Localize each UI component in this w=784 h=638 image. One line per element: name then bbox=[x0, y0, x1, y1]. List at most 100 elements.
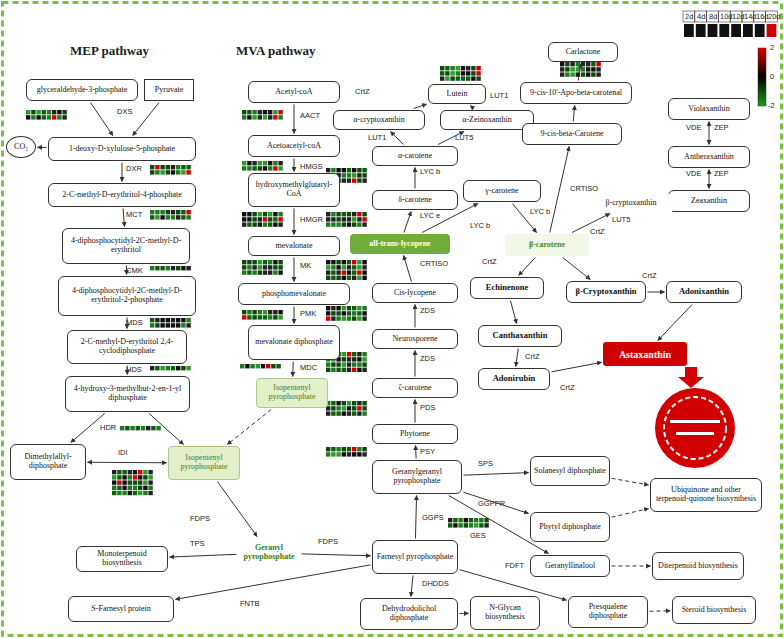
heatmap-cell bbox=[461, 71, 465, 75]
reaction-arrow bbox=[415, 305, 416, 328]
heatmap-cell bbox=[258, 265, 262, 269]
pathway-node: 4-hydroxy-3-methylbut-2-en-1-yl diphosph… bbox=[65, 376, 190, 412]
heatmap-cell bbox=[247, 115, 251, 119]
heatmap-cell bbox=[336, 411, 340, 415]
heatmap-cell bbox=[357, 265, 361, 269]
heatmap-cell bbox=[331, 311, 335, 315]
heatmap-cell bbox=[166, 366, 170, 370]
heatmap-cell bbox=[133, 486, 137, 490]
heatmap-cell bbox=[31, 115, 35, 119]
heatmap-cell bbox=[484, 523, 488, 527]
heatmap-cell bbox=[160, 366, 164, 370]
heatmap-cell bbox=[347, 406, 351, 410]
reaction-arrow bbox=[90, 103, 112, 136]
enzyme-label: GGPS bbox=[422, 514, 444, 522]
enzyme-label: LYC e bbox=[420, 212, 440, 220]
heatmap-cell bbox=[273, 217, 277, 221]
pathway-node: Phytyl diphosphate bbox=[530, 512, 610, 542]
heatmap-cell bbox=[136, 426, 140, 430]
pathway-node: 4-diphosphocytidyl-2C-methyl-D-erythrito… bbox=[58, 276, 196, 316]
heatmap-cell bbox=[156, 426, 160, 430]
reaction-arrow bbox=[519, 258, 536, 276]
heatmap-cell bbox=[258, 212, 262, 216]
enzyme-label: LUT5 bbox=[455, 134, 473, 142]
pathway-node: Carlactone bbox=[548, 42, 618, 62]
heatmap-cell bbox=[352, 362, 356, 366]
node-text: Zeaxanthin bbox=[691, 197, 727, 206]
node-text: Astaxanthin bbox=[619, 349, 671, 360]
heatmap-cell bbox=[122, 470, 126, 474]
heatmap-cell bbox=[252, 265, 256, 269]
pathway-node: glyceraldehyde-3-phosphate bbox=[26, 79, 138, 101]
pathway-node: α-Zeinoxanthin bbox=[440, 110, 534, 130]
reaction-arrow bbox=[550, 147, 569, 233]
heatmap-cell bbox=[36, 115, 40, 119]
node-text: mevalonate bbox=[276, 242, 313, 251]
heatmap-cell bbox=[263, 212, 267, 216]
heatmap-cell bbox=[160, 323, 164, 327]
node-text: β-carotene bbox=[529, 241, 565, 250]
node-text: Steroid biosynthesis bbox=[682, 606, 747, 615]
enzyme-label: DXS bbox=[117, 108, 132, 116]
heatmap-cell bbox=[362, 311, 366, 315]
reaction-arrow bbox=[294, 159, 295, 172]
node-text: hydroxymethylglutaryl-CoA bbox=[252, 181, 336, 199]
heatmap-cell bbox=[273, 166, 277, 170]
heatmap-cell bbox=[362, 452, 366, 456]
heatmap-cell bbox=[469, 523, 473, 527]
heatmap-cell bbox=[263, 110, 267, 114]
heatmap-cell bbox=[570, 62, 574, 66]
enzyme-label: HDS bbox=[126, 366, 142, 374]
reaction-arrow bbox=[612, 566, 651, 567]
heatmap-cell bbox=[362, 222, 366, 226]
enzyme-label: CRTISO bbox=[420, 260, 448, 268]
reaction-arrow bbox=[294, 258, 295, 282]
heatmap-cell bbox=[336, 311, 340, 315]
heatmap-cell bbox=[596, 72, 600, 76]
heatmap-cell bbox=[42, 110, 46, 114]
node-text: β-Cryptoxanthin bbox=[575, 287, 636, 296]
heatmap-cell bbox=[273, 161, 277, 165]
header-swatch bbox=[767, 24, 777, 37]
heatmap-cell bbox=[42, 115, 46, 119]
heatmap-cell bbox=[362, 276, 366, 280]
heatmap-cell bbox=[31, 110, 35, 114]
heatmap-cell bbox=[252, 110, 256, 114]
heatmap-cell bbox=[352, 265, 356, 269]
pathway-node: Isopentenyl pyrophosphate bbox=[168, 446, 240, 480]
heatmap-cell bbox=[57, 115, 61, 119]
reaction-arrow bbox=[176, 565, 371, 599]
heatmap-cell bbox=[242, 222, 246, 226]
heatmap-cell bbox=[331, 217, 335, 221]
heatmap-cell bbox=[440, 76, 444, 80]
pathway-node: N-Glycan biosynthesis bbox=[470, 596, 540, 630]
heatmap-cell bbox=[117, 486, 121, 490]
enzyme-label: FDPS bbox=[190, 515, 210, 523]
heatmap-cell bbox=[581, 72, 585, 76]
heatmap-cell bbox=[271, 364, 275, 368]
heatmap-cell bbox=[138, 486, 142, 490]
heatmap-cell bbox=[278, 265, 282, 269]
heatmap-cell bbox=[352, 316, 356, 320]
heatmap-cell bbox=[247, 110, 251, 114]
heatmap-cell bbox=[466, 66, 470, 70]
header-swatch bbox=[696, 24, 706, 37]
heatmap-cell bbox=[252, 270, 256, 274]
heatmap-cell bbox=[242, 217, 246, 221]
scale-value: 2 bbox=[770, 44, 774, 52]
heatmap-cell bbox=[326, 212, 330, 216]
heatmap-cell bbox=[160, 165, 164, 169]
heatmap-cell bbox=[273, 265, 277, 269]
heatmap-cell bbox=[362, 173, 366, 177]
reaction-arrow bbox=[648, 292, 665, 293]
heatmap-cell bbox=[252, 310, 256, 314]
heatmap-cell bbox=[278, 222, 282, 226]
enzyme-label: CRTISO bbox=[570, 185, 598, 193]
heatmap-cell bbox=[357, 362, 361, 366]
heatmap-cell bbox=[263, 115, 267, 119]
node-text: Canthaxanthin bbox=[493, 331, 548, 340]
heatmap-cell bbox=[331, 362, 335, 366]
heatmap-cell bbox=[186, 215, 190, 219]
enzyme-label: CMK bbox=[126, 267, 143, 275]
